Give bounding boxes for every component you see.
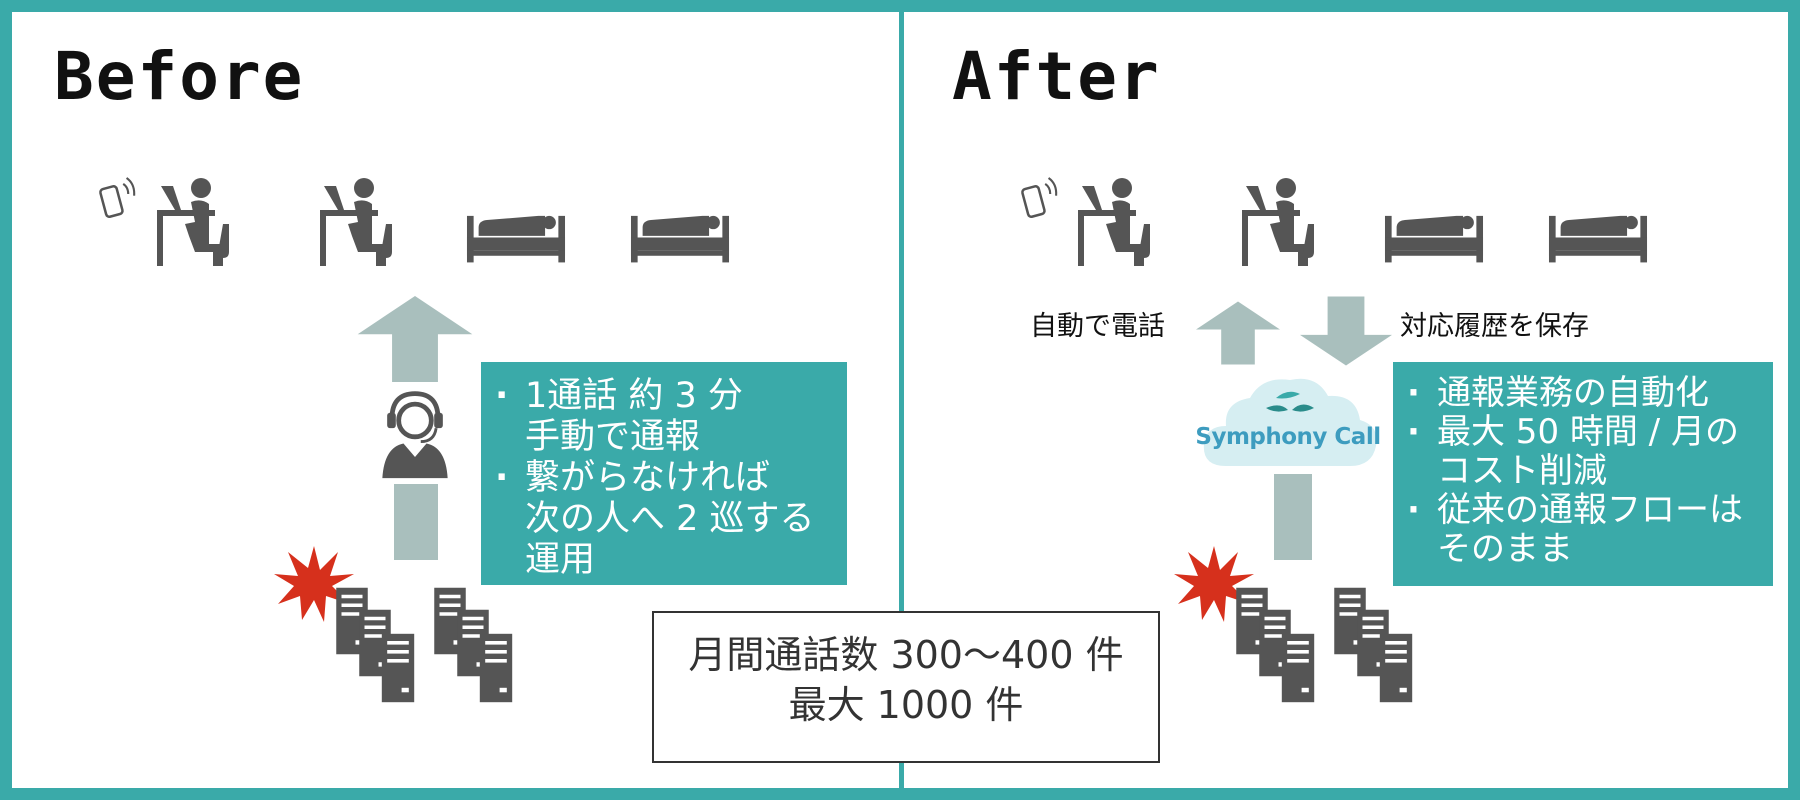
server-icon [1278, 632, 1318, 704]
monthly-call-summary: 月間通話数 300〜400 件 最大 1000 件 [652, 611, 1160, 763]
after-heading: After [952, 38, 1161, 115]
smartphone-icon [98, 170, 140, 228]
person-at-desk-icon [137, 172, 237, 272]
person-in-bed-icon [462, 200, 570, 270]
panel-divider [899, 12, 904, 788]
after-bullet-box: 通報業務の自動化 最大 50 時間 / 月の コスト削減 従来の通報フローは そ… [1393, 362, 1773, 586]
bullet-item: 通報業務の自動化 [1399, 374, 1767, 414]
cloud-icon [1203, 378, 1377, 466]
arrow-down-icon [1300, 296, 1392, 366]
bullet-item: 最大 50 時間 / 月の コスト削減 [1399, 413, 1767, 491]
arrow-up-icon [1196, 296, 1280, 370]
arrow-shaft [1274, 474, 1312, 560]
arrow-up-icon [356, 296, 474, 382]
operator-headset-icon [376, 384, 454, 480]
server-icon [378, 632, 418, 704]
arrow-shaft [394, 484, 438, 560]
person-at-desk-icon [1058, 172, 1158, 272]
bullet-item: 繋がらなければ 次の人へ 2 巡する 運用 [487, 458, 841, 581]
person-in-bed-icon [1544, 200, 1652, 270]
person-at-desk-icon [1222, 172, 1322, 272]
person-in-bed-icon [1380, 200, 1488, 270]
server-icon [1376, 632, 1416, 704]
service-name-label: Symphony Call [1195, 424, 1381, 450]
before-heading: Before [54, 38, 305, 115]
server-icon [476, 632, 516, 704]
summary-line-1: 月間通話数 300〜400 件 [688, 633, 1124, 677]
person-at-desk-icon [300, 172, 400, 272]
summary-line-2: 最大 1000 件 [788, 683, 1024, 727]
bullet-item: 従来の通報フローは そのまま [1399, 491, 1767, 569]
person-in-bed-icon [626, 200, 734, 270]
before-bullet-box: 1通話 約 3 分 手動で通報 繋がらなければ 次の人へ 2 巡する 運用 [481, 362, 847, 585]
smartphone-icon [1020, 170, 1062, 228]
bullet-item: 1通話 約 3 分 手動で通報 [487, 376, 841, 458]
save-history-label: 対応履歴を保存 [1400, 311, 1589, 342]
auto-call-label: 自動で電話 [1030, 311, 1165, 342]
